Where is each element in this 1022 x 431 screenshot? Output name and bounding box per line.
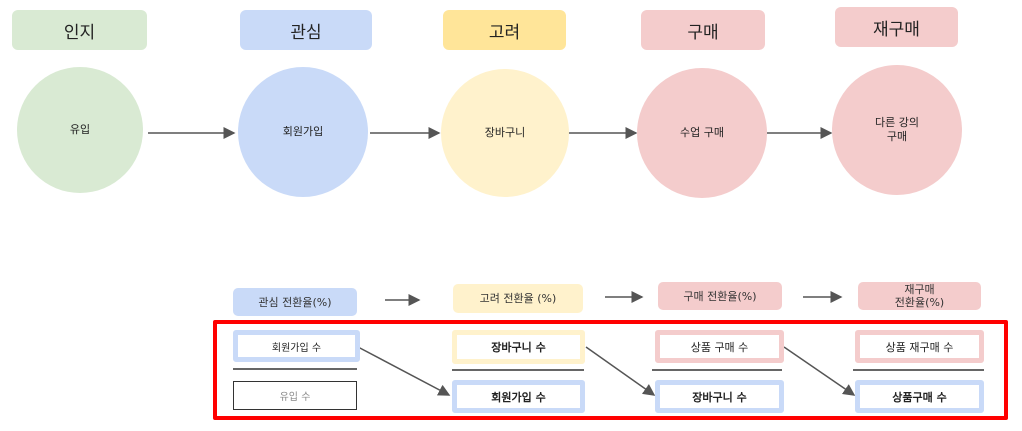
stage-label-repurchase: 재구매 — [835, 7, 958, 47]
stage-label-awareness: 인지 — [12, 10, 147, 50]
stage-label-consideration: 고려 — [443, 10, 566, 50]
stage-label-interest: 관심 — [240, 10, 372, 50]
fraction-line — [853, 369, 984, 371]
denominator-signup: 회원가입 수 — [452, 380, 585, 413]
node-cart: 장바구니 — [441, 69, 569, 197]
denominator-purchase: 상품구매 수 — [855, 380, 984, 413]
numerator-purchase: 상품 구매 수 — [655, 330, 784, 363]
node-signup: 회원가입 — [238, 67, 368, 197]
fraction-line — [233, 368, 357, 370]
arrow — [585, 346, 656, 396]
arrow — [783, 346, 856, 396]
fraction-line — [452, 369, 584, 371]
numerator-repurchase: 상품 재구매 수 — [855, 330, 984, 363]
rate-purchase: 구매 전환율(%) — [658, 282, 782, 310]
rate-consideration: 고려 전환율 (%) — [453, 284, 583, 313]
node-purchase: 수업 구매 — [637, 68, 767, 198]
node-inflow: 유입 — [17, 67, 143, 193]
numerator-signup: 회원가입 수 — [233, 330, 360, 362]
stage-label-purchase: 구매 — [641, 10, 765, 50]
arrow — [357, 346, 451, 396]
node-repurchase: 다른 강의 구매 — [832, 65, 962, 195]
denominator-cart: 장바구니 수 — [655, 380, 784, 413]
rate-interest: 관심 전환율(%) — [233, 288, 357, 316]
highlight-box — [213, 320, 1008, 420]
rate-repurchase: 재구매 전환율(%) — [858, 282, 981, 310]
fraction-line — [652, 369, 782, 371]
denominator-inflow: 유입 수 — [233, 381, 357, 410]
numerator-cart: 장바구니 수 — [452, 330, 585, 364]
